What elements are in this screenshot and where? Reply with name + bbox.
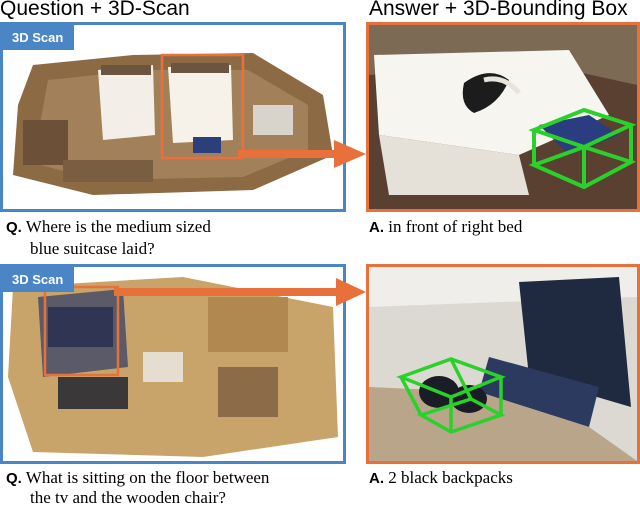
connector-arrow-2 [114,278,366,306]
scan-tag-2: 3D Scan [3,267,75,292]
answer-panel-2 [366,264,640,464]
question-1-line1: Q. Where is the medium sized [6,217,211,238]
scan-image-living-room [3,267,343,461]
question-2-text-line1: What is sitting on the floor between [25,468,270,487]
answer-2: A. 2 black backpacks [369,468,513,489]
question-2-line2: the tv and the wooden chair? [30,488,226,508]
answer-bbox-header: Answer + 3D-Bounding Box [369,0,628,20]
scan-panel-2: 3D Scan [0,264,346,464]
q-prefix-2: Q. [6,470,22,487]
a-prefix-1: A. [369,219,384,236]
question-1-text-line2: blue suitcase laid? [30,239,155,258]
answer-1: A. in front of right bed [369,217,522,238]
scan-tag-1: 3D Scan [3,25,75,50]
answer-2-text: 2 black backpacks [388,468,513,487]
answer-image-bed-suitcase [369,25,637,209]
bbox-overlay-1 [528,107,637,190]
a-prefix-2: A. [369,470,384,487]
question-2-line1: Q. What is sitting on the floor between [6,468,269,489]
question-1-line2: blue suitcase laid? [30,239,155,259]
scan-panel-1: 3D Scan [0,22,346,212]
question-2-text-line2: the tv and the wooden chair? [30,488,226,507]
scan-image-bedroom [3,25,343,209]
connector-arrow-1 [238,140,366,168]
q-prefix-1: Q. [6,219,22,236]
answer-panel-1 [366,22,640,212]
answer-1-text: in front of right bed [388,217,523,236]
question-1-text-line1: Where is the medium sized [25,217,211,236]
bbox-overlay-2 [396,357,506,434]
answer-image-tv-backpacks [369,267,637,461]
question-scan-header: Question + 3D-Scan [0,0,190,20]
